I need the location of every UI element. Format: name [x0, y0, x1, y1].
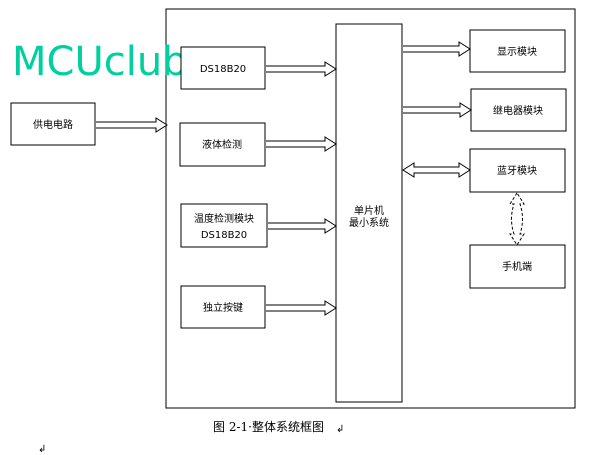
- sensor-top-label: DS18B20: [200, 64, 246, 75]
- caption-return-mark: ↲: [336, 424, 344, 435]
- arrow-sensor-top-to-mcu: [266, 61, 337, 77]
- mcu-block: 单片机 最小系统: [335, 23, 403, 403]
- paragraph-return-mark: ↲: [38, 444, 46, 455]
- temp-module-label-line1: 温度检测模块: [194, 212, 254, 225]
- liquid-detect-block: 液体检测: [179, 122, 266, 167]
- arrow-mcu-to-display: [403, 41, 471, 57]
- arrow-mcu-to-relay: [403, 102, 472, 118]
- arrow-temp-to-mcu: [268, 218, 337, 234]
- temp-module-label-line2: DS18B20: [201, 230, 247, 241]
- power-supply-label: 供电电路: [33, 118, 73, 131]
- arrow-mcu-bluetooth-bidirectional: [402, 162, 471, 178]
- arrow-power-to-mcu: [96, 117, 168, 133]
- power-supply-block: 供电电路: [10, 102, 96, 146]
- mcu-label-line2: 最小系统: [349, 216, 389, 229]
- arrow-bluetooth-phone-wireless: [509, 192, 525, 246]
- bluetooth-module-block: 蓝牙模块: [469, 148, 566, 193]
- phone-block: 手机端: [469, 244, 566, 289]
- display-module-label: 显示模块: [497, 46, 537, 58]
- liquid-detect-label: 液体检测: [202, 138, 242, 151]
- relay-module-block: 继电器模块: [470, 88, 567, 132]
- arrow-keys-to-mcu: [266, 300, 337, 316]
- temp-module-block: 温度检测模块 DS18B20: [180, 203, 268, 248]
- phone-label: 手机端: [502, 260, 532, 273]
- watermark-text: MCUclub: [12, 39, 188, 85]
- outer-frame: [165, 8, 576, 409]
- relay-module-label: 继电器模块: [493, 104, 543, 117]
- arrow-liquid-to-mcu: [266, 136, 337, 152]
- sensor-top-block: DS18B20: [180, 46, 266, 90]
- independent-keys-label: 独立按键: [203, 301, 243, 314]
- mcu-label-line1: 单片机: [354, 204, 384, 217]
- figure-caption: 图 2-1·整体系统框图: [213, 419, 324, 434]
- independent-keys-block: 独立按键: [180, 285, 266, 329]
- bluetooth-module-label: 蓝牙模块: [497, 165, 537, 177]
- display-module-block: 显示模块: [469, 29, 566, 73]
